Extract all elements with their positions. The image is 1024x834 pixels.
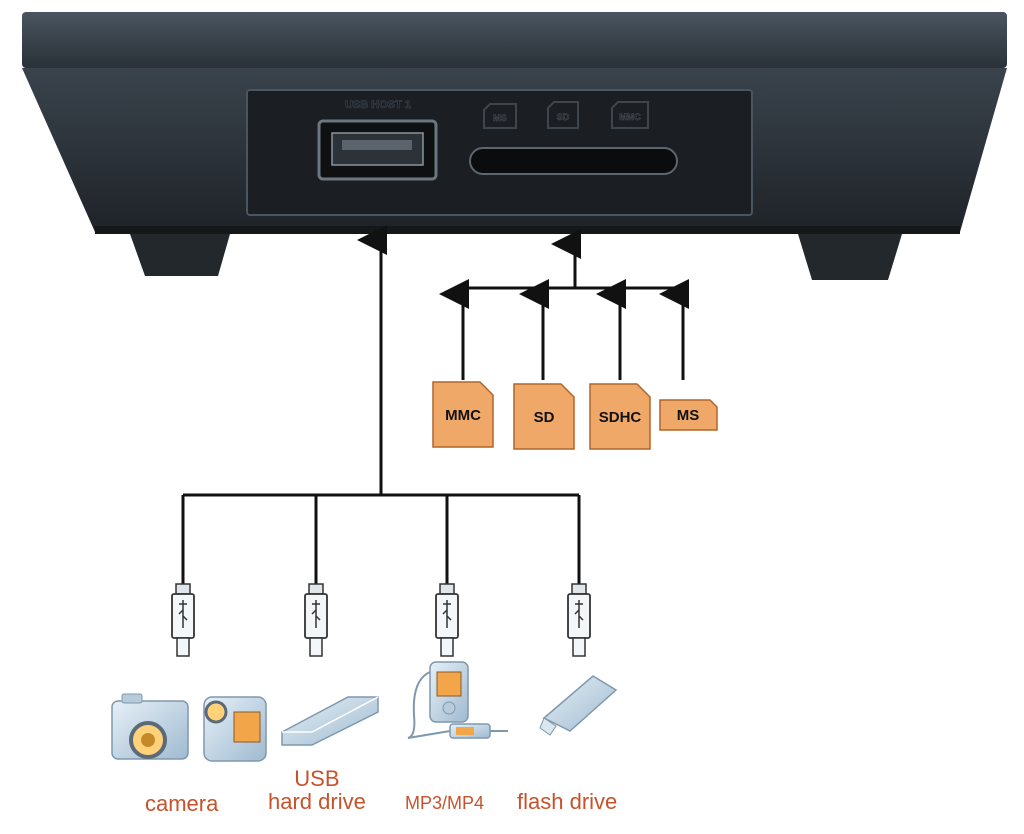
label-usb-hard-drive: USB hard drive [268, 767, 366, 813]
hard-drive-icon [281, 696, 379, 746]
device-foot-left [130, 234, 230, 276]
slot-icons: MS SD MMC [483, 101, 649, 129]
card-ms-label: MS [677, 407, 700, 424]
card-reader-slot: MS SD MMC [469, 101, 678, 175]
camera-icons [111, 693, 267, 762]
usb-plug-icon [171, 583, 195, 657]
card-mmc: MMC [432, 381, 494, 448]
media-player-device: USB HOST 1 MS SD MMC [22, 12, 1007, 280]
card-sdhc-label: SDHC [599, 409, 642, 426]
label-camera: camera [145, 792, 218, 815]
slot-icon-ms: MS [493, 113, 507, 123]
label-mp3-mp4-text: MP3/MP4 [405, 793, 485, 813]
usb-port-label: USB HOST 1 [345, 99, 411, 111]
card-mmc-label: MMC [445, 407, 481, 424]
memory-cards: MMC SD SDHC MS [432, 381, 718, 450]
label-flash-drive: flash drive [517, 790, 617, 813]
digital-camera-icon [111, 693, 189, 760]
label-hard-drive-line: hard drive [268, 789, 366, 815]
slot-icon-mmc: MMC [619, 112, 641, 122]
device-top-lid [22, 12, 1007, 68]
card-sd-label: SD [534, 409, 555, 426]
label-camera-text: camera [145, 791, 219, 816]
usb-plug-icon [304, 583, 328, 657]
camcorder-icon [203, 696, 267, 762]
device-bottom-edge [95, 226, 960, 234]
card-sd: SD [513, 383, 575, 450]
label-mp3-mp4: MP3/MP4 [405, 794, 484, 813]
usb-plugs [171, 583, 591, 657]
card-sdhc: SDHC [589, 383, 651, 450]
flash-drive-icon [539, 675, 618, 736]
usb-host-port: USB HOST 1 [317, 99, 438, 181]
usb-plug-icon [435, 583, 459, 657]
usb-plug-icon [567, 583, 591, 657]
mp3-player-icon [407, 661, 508, 739]
label-flash-drive-text: flash drive [517, 789, 618, 814]
card-ms: MS [659, 399, 718, 431]
device-foot-right [798, 234, 902, 280]
label-usb-line: USB [294, 766, 340, 791]
usb-connection-lines [181, 225, 581, 590]
card-connection-lines [439, 229, 689, 380]
slot-icon-sd: SD [557, 112, 570, 122]
